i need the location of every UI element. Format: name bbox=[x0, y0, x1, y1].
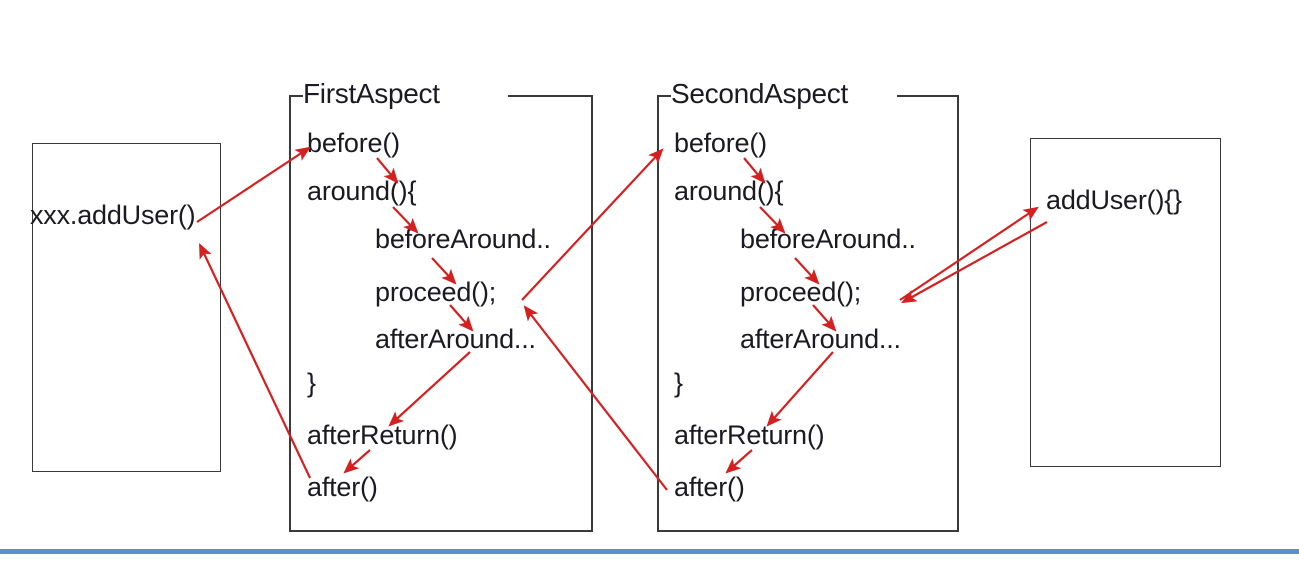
first-aspect-title: FirstAspect bbox=[303, 78, 440, 109]
first-aspect-line-beforearound: beforeAround.. bbox=[375, 224, 551, 254]
first-aspect-line-around: around(){ bbox=[307, 176, 417, 206]
second-aspect-left-edge bbox=[657, 95, 659, 532]
caller-box bbox=[32, 143, 221, 472]
first-aspect-bottom-edge bbox=[289, 530, 593, 532]
arrow-target-to-second-proceed bbox=[901, 221, 1048, 304]
second-aspect-line-afterreturn: afterReturn() bbox=[674, 420, 825, 450]
arrow-second-proceed-to-target bbox=[899, 206, 1039, 301]
first-aspect-line-close-brace: } bbox=[307, 368, 316, 398]
first-aspect-line-afteraround: afterAround... bbox=[375, 324, 536, 354]
second-aspect-line-afteraround: afterAround... bbox=[740, 324, 901, 354]
second-aspect-right-edge bbox=[957, 95, 959, 532]
arrow-second-afterreturn-to-after bbox=[725, 449, 753, 474]
second-aspect-top-edge-right bbox=[897, 95, 959, 97]
arrow-second-afteraround-to-afterreturn bbox=[766, 351, 834, 427]
arrow-first-afteraround-to-afterreturn bbox=[388, 351, 471, 427]
first-aspect-top-edge-right bbox=[508, 95, 593, 97]
target-box-label: addUser(){} bbox=[1046, 185, 1182, 215]
first-aspect-right-edge bbox=[591, 95, 593, 532]
second-aspect-title: SecondAspect bbox=[671, 78, 848, 109]
first-aspect-line-after: after() bbox=[307, 472, 378, 502]
second-aspect-line-proceed: proceed(); bbox=[740, 277, 862, 307]
first-aspect-top-edge-left bbox=[289, 95, 303, 97]
arrow-second-after-to-first-proceed bbox=[523, 305, 668, 491]
first-aspect-line-afterreturn: afterReturn() bbox=[307, 420, 458, 450]
second-aspect-line-beforearound: beforeAround.. bbox=[740, 224, 916, 254]
second-aspect-top-edge-left bbox=[657, 95, 671, 97]
first-aspect-left-edge bbox=[289, 95, 291, 532]
arrow-first-afterreturn-to-after bbox=[343, 449, 371, 474]
first-aspect-line-before: before() bbox=[307, 128, 400, 158]
first-aspect-line-proceed: proceed(); bbox=[375, 277, 497, 307]
second-aspect-line-close-brace: } bbox=[674, 368, 683, 398]
bottom-divider-rule bbox=[0, 549, 1299, 554]
second-aspect-line-after: after() bbox=[674, 472, 745, 502]
caller-box-label: xxx.addUser() bbox=[30, 200, 196, 230]
second-aspect-bottom-edge bbox=[657, 530, 959, 532]
second-aspect-line-before: before() bbox=[674, 128, 767, 158]
second-aspect-line-around: around(){ bbox=[674, 176, 784, 206]
